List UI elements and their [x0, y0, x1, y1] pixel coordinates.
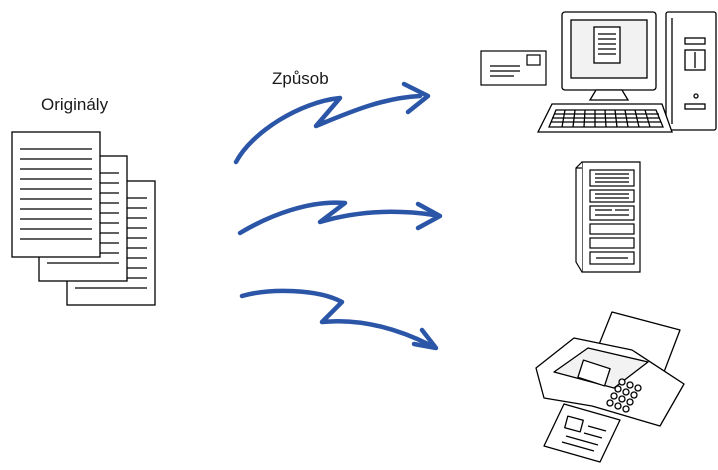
keyboard — [536, 103, 673, 133]
document-stack-icon — [11, 131, 156, 306]
fax-machine-icon — [535, 311, 685, 463]
fax-paper-out — [543, 403, 621, 463]
document-page-front — [11, 131, 101, 258]
tower-case — [665, 11, 717, 131]
originals-label: Originály — [41, 95, 109, 114]
monitor — [561, 11, 657, 101]
arrow-to-computer — [233, 81, 431, 165]
desktop-computer-icon — [536, 11, 717, 133]
arrow-to-server — [237, 200, 443, 236]
method-label: Způsob — [272, 69, 329, 88]
email-envelope-icon — [480, 50, 547, 86]
server-icon — [575, 161, 641, 273]
arrows — [233, 81, 443, 351]
arrow-to-fax — [239, 288, 439, 351]
fax-keypad — [606, 378, 642, 413]
